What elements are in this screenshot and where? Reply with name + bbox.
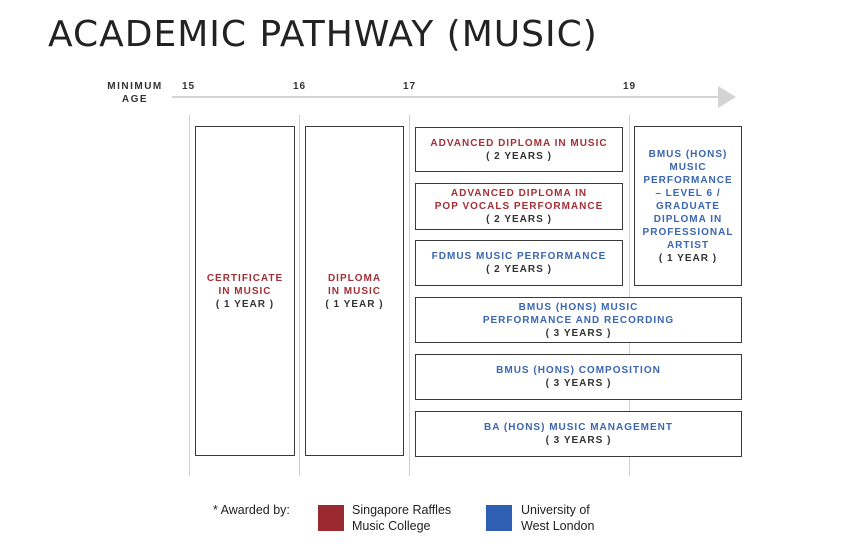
legend-swatch-uwl [486, 505, 512, 531]
gridline-15 [189, 115, 190, 476]
page-title: ACADEMIC PATHWAY (MUSIC) [48, 14, 598, 55]
age-tick-16: 16 [293, 81, 307, 92]
programme-name: BMUS (HONS) COMPOSITION [496, 365, 661, 376]
programme-name: BA (HONS) MUSIC MANAGEMENT [484, 422, 673, 433]
programme-duration: ( 2 YEARS ) [486, 214, 552, 225]
programme-duration: ( 1 YEAR ) [215, 298, 275, 310]
programme-duration: ( 1 YEAR ) [325, 298, 384, 310]
legend-item-srmc: Singapore Raffles Music College [352, 502, 451, 534]
programme-duration: ( 2 YEARS ) [486, 264, 552, 275]
programme-diploma-in-music: DIPLOMA IN MUSIC ( 1 YEAR ) [305, 126, 404, 456]
programme-duration: ( 2 YEARS ) [486, 150, 552, 162]
programme-duration: ( 3 YEARS ) [545, 378, 612, 389]
programme-advanced-diploma-in-music: ADVANCED DIPLOMA IN MUSIC ( 2 YEARS ) [415, 127, 623, 172]
age-tick-15: 15 [182, 81, 196, 92]
programme-fdmus-music-performance: FDMUS MUSIC PERFORMANCE ( 2 YEARS ) [415, 240, 623, 286]
programme-duration: ( 3 YEARS ) [545, 435, 612, 446]
programme-name: BMUS (HONS) MUSIC PERFORMANCE AND RECORD… [482, 301, 675, 326]
axis-label: MINIMUM AGE [100, 80, 170, 106]
programme-duration: ( 1 YEAR ) [658, 252, 718, 264]
legend-swatch-srmc [318, 505, 344, 531]
legend-item-line2: West London [521, 519, 595, 533]
programme-ba-music-management: BA (HONS) MUSIC MANAGEMENT ( 3 YEARS ) [415, 411, 742, 457]
programme-bmus-composition: BMUS (HONS) COMPOSITION ( 3 YEARS ) [415, 354, 742, 400]
legend-item-line2: Music College [352, 519, 431, 533]
programme-bmus-level-6-graduate-diploma: BMUS (HONS) MUSIC PERFORMANCE – LEVEL 6 … [634, 126, 742, 286]
programme-name: ADVANCED DIPLOMA IN MUSIC [430, 137, 608, 149]
programme-advanced-diploma-pop-vocals: ADVANCED DIPLOMA IN POP VOCALS PERFORMAN… [415, 183, 623, 230]
programme-name: DIPLOMA IN MUSIC [327, 272, 382, 297]
age-tick-17: 17 [403, 81, 417, 92]
programme-name: ADVANCED DIPLOMA IN POP VOCALS PERFORMAN… [434, 188, 604, 212]
legend-item-line1: Singapore Raffles [352, 503, 452, 517]
gridline-16 [299, 115, 300, 476]
programme-name: CERTIFICATE IN MUSIC [206, 272, 284, 297]
axis-label-line1: MINIMUM [107, 81, 163, 92]
programme-certificate-in-music: CERTIFICATE IN MUSIC ( 1 YEAR ) [195, 126, 295, 456]
gridline-19 [629, 115, 630, 476]
programme-bmus-performance-and-recording: BMUS (HONS) MUSIC PERFORMANCE AND RECORD… [415, 297, 742, 343]
programme-name: BMUS (HONS) MUSIC PERFORMANCE – LEVEL 6 … [642, 148, 734, 251]
legend-item-uwl: University of West London [521, 502, 594, 534]
legend-prefix: * Awarded by: [213, 503, 290, 517]
age-tick-19: 19 [623, 81, 637, 92]
axis-label-line2: AGE [121, 94, 149, 105]
gridline-17 [409, 115, 410, 476]
age-axis-line [172, 96, 724, 98]
programme-duration: ( 3 YEARS ) [545, 327, 612, 339]
programme-name: FDMUS MUSIC PERFORMANCE [431, 251, 607, 262]
arrow-right-icon [718, 86, 736, 108]
legend-item-line1: University of [521, 503, 590, 517]
